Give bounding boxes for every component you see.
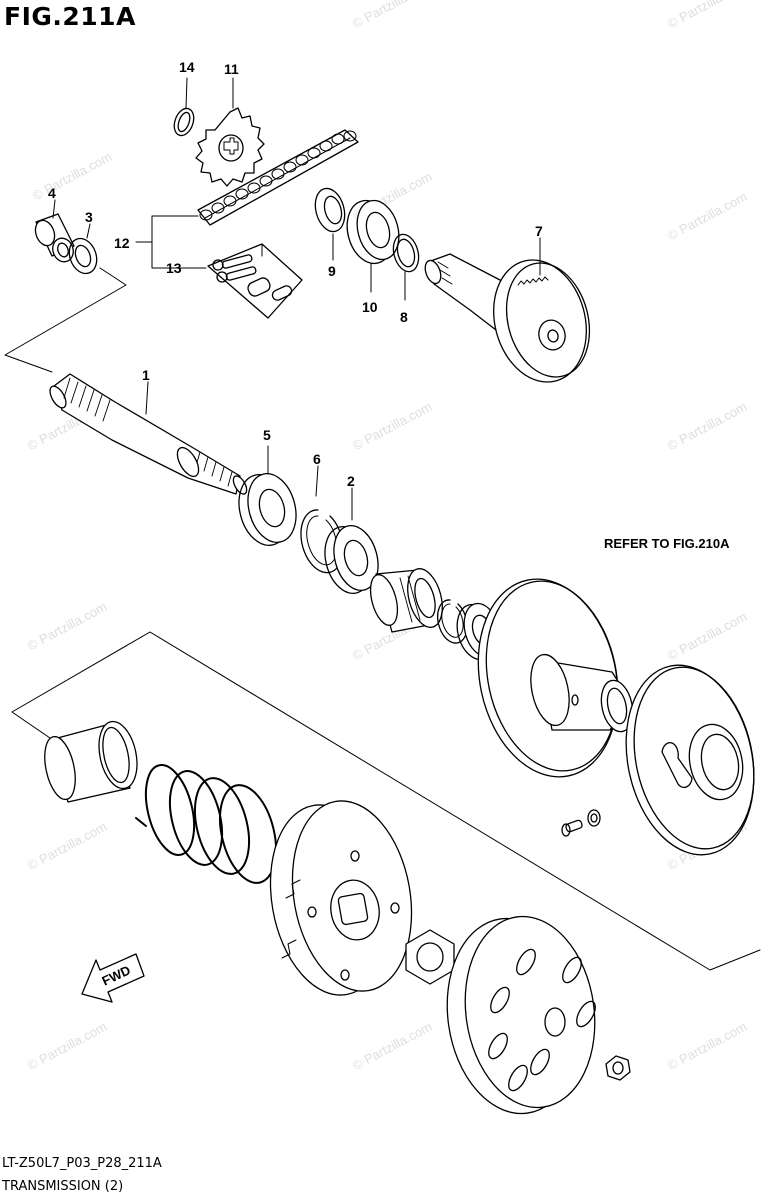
callout-14: 14 xyxy=(179,59,195,75)
figure-title: FIG.211A xyxy=(4,2,136,31)
callout-1: 1 xyxy=(142,367,150,383)
driven-pulley-fixed-face xyxy=(477,578,634,778)
callout-7: 7 xyxy=(535,223,543,239)
callout-10: 10 xyxy=(362,299,378,315)
refer-note: REFER TO FIG.210A xyxy=(604,536,730,551)
seal-collar xyxy=(44,720,138,803)
callout-6: 6 xyxy=(313,451,321,467)
callout-8: 8 xyxy=(400,309,408,325)
compression-spring xyxy=(135,764,277,884)
clutch-nut xyxy=(405,929,455,985)
clutch-shoe-assembly xyxy=(269,800,413,996)
clutch-housing xyxy=(446,915,596,1115)
part-3-washer[interactable] xyxy=(65,223,102,277)
part-10-bearing[interactable] xyxy=(340,195,405,293)
boundary-lines xyxy=(4,267,761,971)
part-4-needle-bearing[interactable] xyxy=(32,199,76,265)
driven-pulley-sliding-face xyxy=(625,664,755,856)
part-14-circlip[interactable] xyxy=(171,77,197,138)
callout-13: 13 xyxy=(166,260,182,276)
guide-pin xyxy=(561,809,601,837)
part-1-drive-shaft[interactable] xyxy=(47,373,250,496)
needle-roller-bearing xyxy=(369,568,443,633)
housing-nut xyxy=(605,1055,631,1081)
section-name: TRANSMISSION (2) xyxy=(2,1179,124,1194)
callout-11: 11 xyxy=(224,61,239,77)
part-13-chain-joint[interactable] xyxy=(151,241,303,319)
part-11-sprocket[interactable] xyxy=(195,77,265,187)
part-7-final-gear-shaft[interactable] xyxy=(422,237,601,393)
callout-2: 2 xyxy=(347,473,355,489)
callout-5: 5 xyxy=(263,427,271,443)
part-5-bearing[interactable] xyxy=(232,445,304,551)
part-2-bearing[interactable] xyxy=(318,487,385,599)
part-12-drive-chain[interactable] xyxy=(135,129,359,243)
callout-3: 3 xyxy=(85,209,93,225)
callout-9: 9 xyxy=(328,263,336,279)
part-9-oil-seal[interactable] xyxy=(311,185,349,261)
callout-12: 12 xyxy=(114,235,130,251)
diagram-code: LT-Z50L7_P03_P28_211A xyxy=(2,1156,162,1171)
callout-4: 4 xyxy=(48,185,56,201)
fwd-arrow-icon: FWD xyxy=(81,953,145,1003)
part-8-circlip[interactable] xyxy=(389,232,422,301)
callout-labels: 14 11 4 3 12 13 7 9 10 8 1 5 6 2 xyxy=(48,59,543,489)
